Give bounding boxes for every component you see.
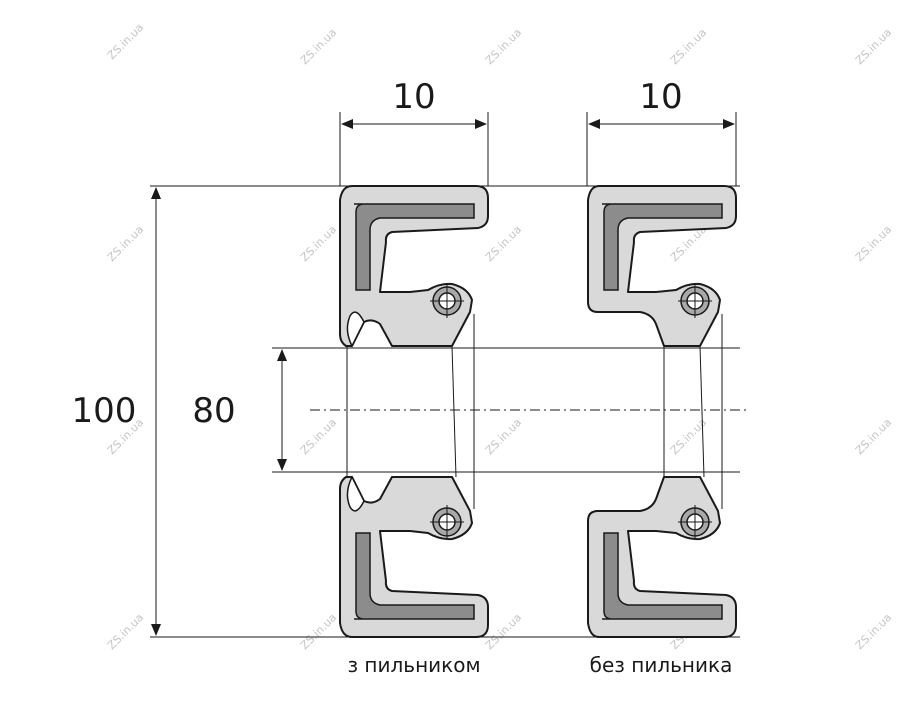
seal-bottom-half (587, 476, 737, 638)
seal-bore-line (699, 345, 705, 478)
seal-without-dust-lip: без пильника (587, 185, 737, 677)
inner-diameter-label: 80 (192, 391, 235, 431)
seal-top-half (339, 185, 489, 348)
width-label-left: 10 (392, 77, 435, 117)
outer-diameter-dimension: 100 (72, 185, 740, 638)
width-label-right: 10 (639, 77, 682, 117)
watermark: ZS.in.ua (853, 416, 894, 457)
watermark-layer: ZS.in.ua ZS.in.ua ZS.in.ua ZS.in.ua ZS.i… (105, 21, 894, 652)
watermark: ZS.in.ua (298, 416, 339, 457)
watermark: ZS.in.ua (298, 611, 339, 652)
watermark: ZS.in.ua (853, 611, 894, 652)
caption-with-dust-lip: з пильником (347, 653, 480, 677)
watermark: ZS.in.ua (298, 223, 339, 264)
width-dimension-left: 10 (339, 77, 489, 186)
seal-bottom-half (339, 475, 489, 638)
metal-insert (354, 532, 475, 620)
outer-diameter-label: 100 (72, 391, 137, 431)
watermark: ZS.in.ua (105, 611, 146, 652)
dust-lip-gap (346, 475, 365, 512)
width-dimension-right: 10 (586, 77, 737, 186)
watermark: ZS.in.ua (853, 26, 894, 67)
metal-insert (602, 203, 723, 291)
watermark: ZS.in.ua (483, 26, 524, 67)
metal-insert (602, 532, 723, 620)
watermark: ZS.in.ua (105, 223, 146, 264)
inner-diameter-dimension: 80 (192, 347, 740, 473)
watermark: ZS.in.ua (298, 26, 339, 67)
watermark: ZS.in.ua (853, 223, 894, 264)
metal-insert (354, 203, 475, 291)
watermark: ZS.in.ua (105, 21, 146, 62)
dust-lip-gap (346, 311, 365, 348)
seal-with-dust-lip: з пильником (339, 185, 489, 677)
watermark: ZS.in.ua (483, 611, 524, 652)
watermark: ZS.in.ua (483, 223, 524, 264)
seal-bore-line (451, 345, 457, 478)
seal-top-half (587, 185, 737, 347)
caption-without-dust-lip: без пильника (590, 653, 733, 677)
watermark: ZS.in.ua (668, 26, 709, 67)
watermark: ZS.in.ua (483, 416, 524, 457)
